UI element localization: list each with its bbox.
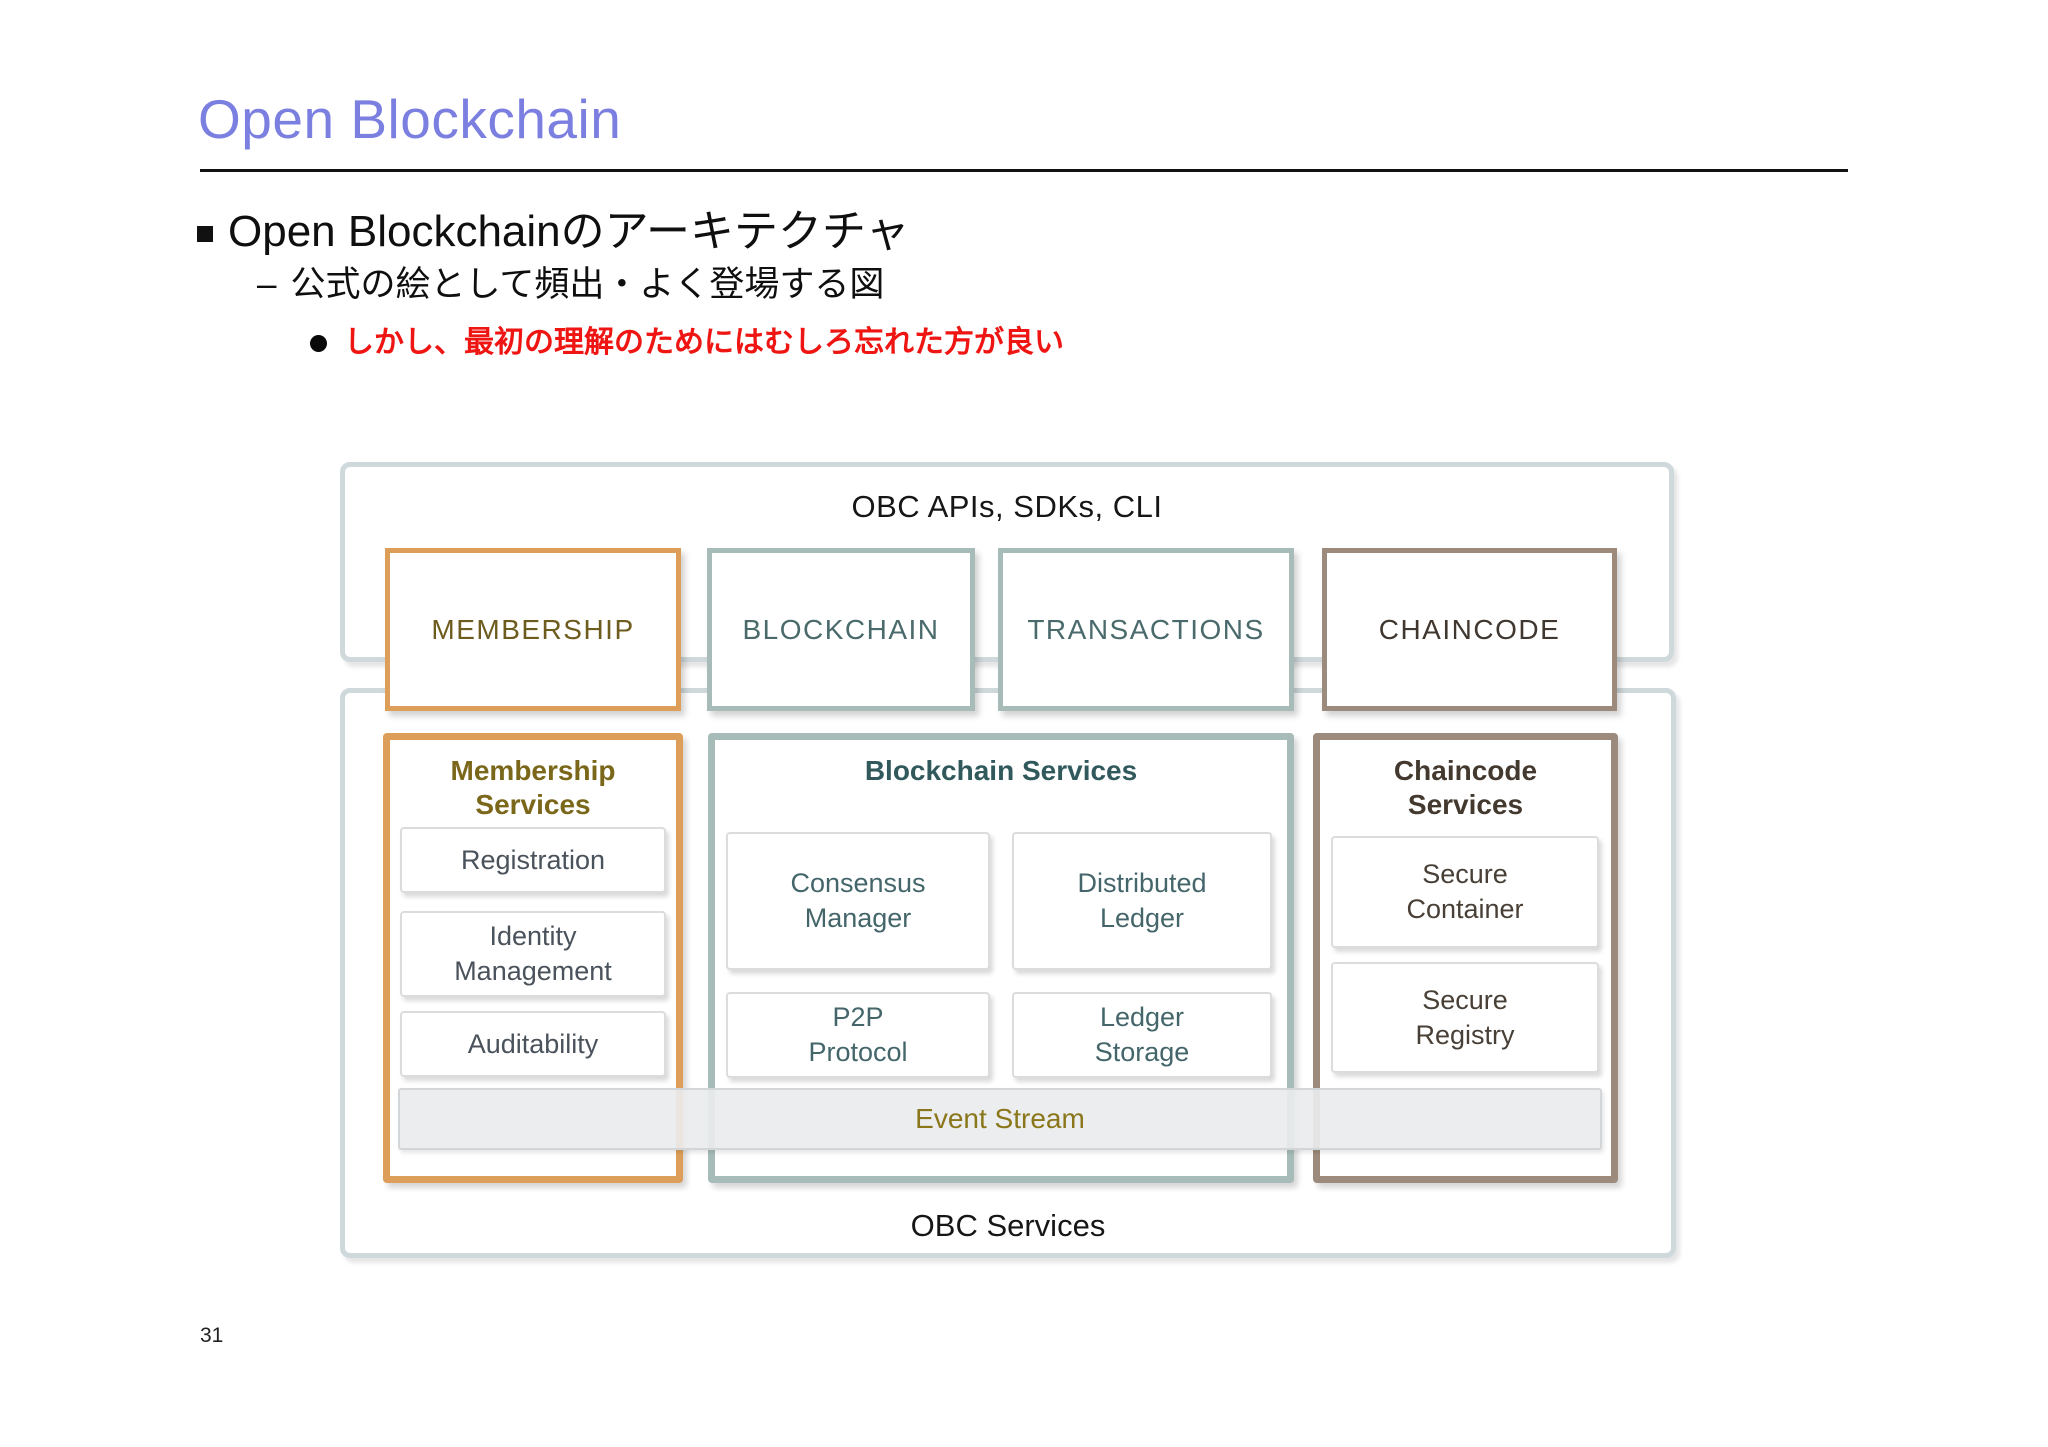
blockchain-services-title: Blockchain Services <box>864 755 1138 786</box>
api-box-chaincode: CHAINCODE <box>1322 548 1617 711</box>
membership-services-title: Membership Services <box>450 755 616 820</box>
bullet-level1: Open Blockchainのアーキテクチャ <box>197 206 910 258</box>
api-layer-title: OBC APIs, SDKs, CLI <box>851 489 1163 524</box>
square-bullet-icon <box>197 226 213 242</box>
event-stream-label: Event Stream <box>915 1103 1085 1134</box>
p2p-protocol-box: P2P Protocol <box>726 992 990 1078</box>
bullet-level3-text: しかし、最初の理解のためにはむしろ忘れた方が良い <box>344 326 1064 359</box>
api-box-transactions: TRANSACTIONS <box>998 548 1294 711</box>
page-number: 31 <box>200 1324 224 1347</box>
distributed-ledger-box: Distributed Ledger <box>1012 832 1272 970</box>
page-title: Open Blockchain <box>198 88 622 150</box>
registration-box: Registration <box>400 827 666 893</box>
auditability-box: Auditability <box>400 1011 666 1077</box>
consensus-manager-box: Consensus Manager <box>726 832 990 970</box>
bullet-level3: しかし、最初の理解のためにはむしろ忘れた方が良い <box>310 324 1064 362</box>
api-box-chaincode-label: CHAINCODE <box>1378 613 1561 645</box>
ledger-storage-box: Ledger Storage <box>1012 992 1272 1078</box>
secure-registry-box: Secure Registry <box>1331 962 1599 1073</box>
dash-bullet-icon: – <box>257 265 277 304</box>
secure-container-box: Secure Container <box>1331 836 1599 948</box>
bullet-level1-text: Open Blockchainのアーキテクチャ <box>228 207 910 256</box>
api-box-membership: MEMBERSHIP <box>385 548 681 711</box>
title-underline <box>200 169 1848 172</box>
bullet-level2-text: 公式の絵として頻出・よく登場する図 <box>290 265 885 304</box>
identity-management-box: Identity Management <box>400 911 666 997</box>
api-box-blockchain: BLOCKCHAIN <box>707 548 975 711</box>
event-stream-bar: Event Stream <box>398 1088 1602 1150</box>
dot-bullet-icon <box>310 334 327 352</box>
bullet-level2: – 公式の絵として頻出・よく登場する図 <box>257 263 884 307</box>
api-box-membership-label: MEMBERSHIP <box>431 613 635 645</box>
api-box-blockchain-label: BLOCKCHAIN <box>742 613 940 645</box>
chaincode-services-title: Chaincode Services <box>1393 755 1538 820</box>
api-box-transactions-label: TRANSACTIONS <box>1027 613 1265 645</box>
services-layer-title: OBC Services <box>910 1208 1106 1243</box>
